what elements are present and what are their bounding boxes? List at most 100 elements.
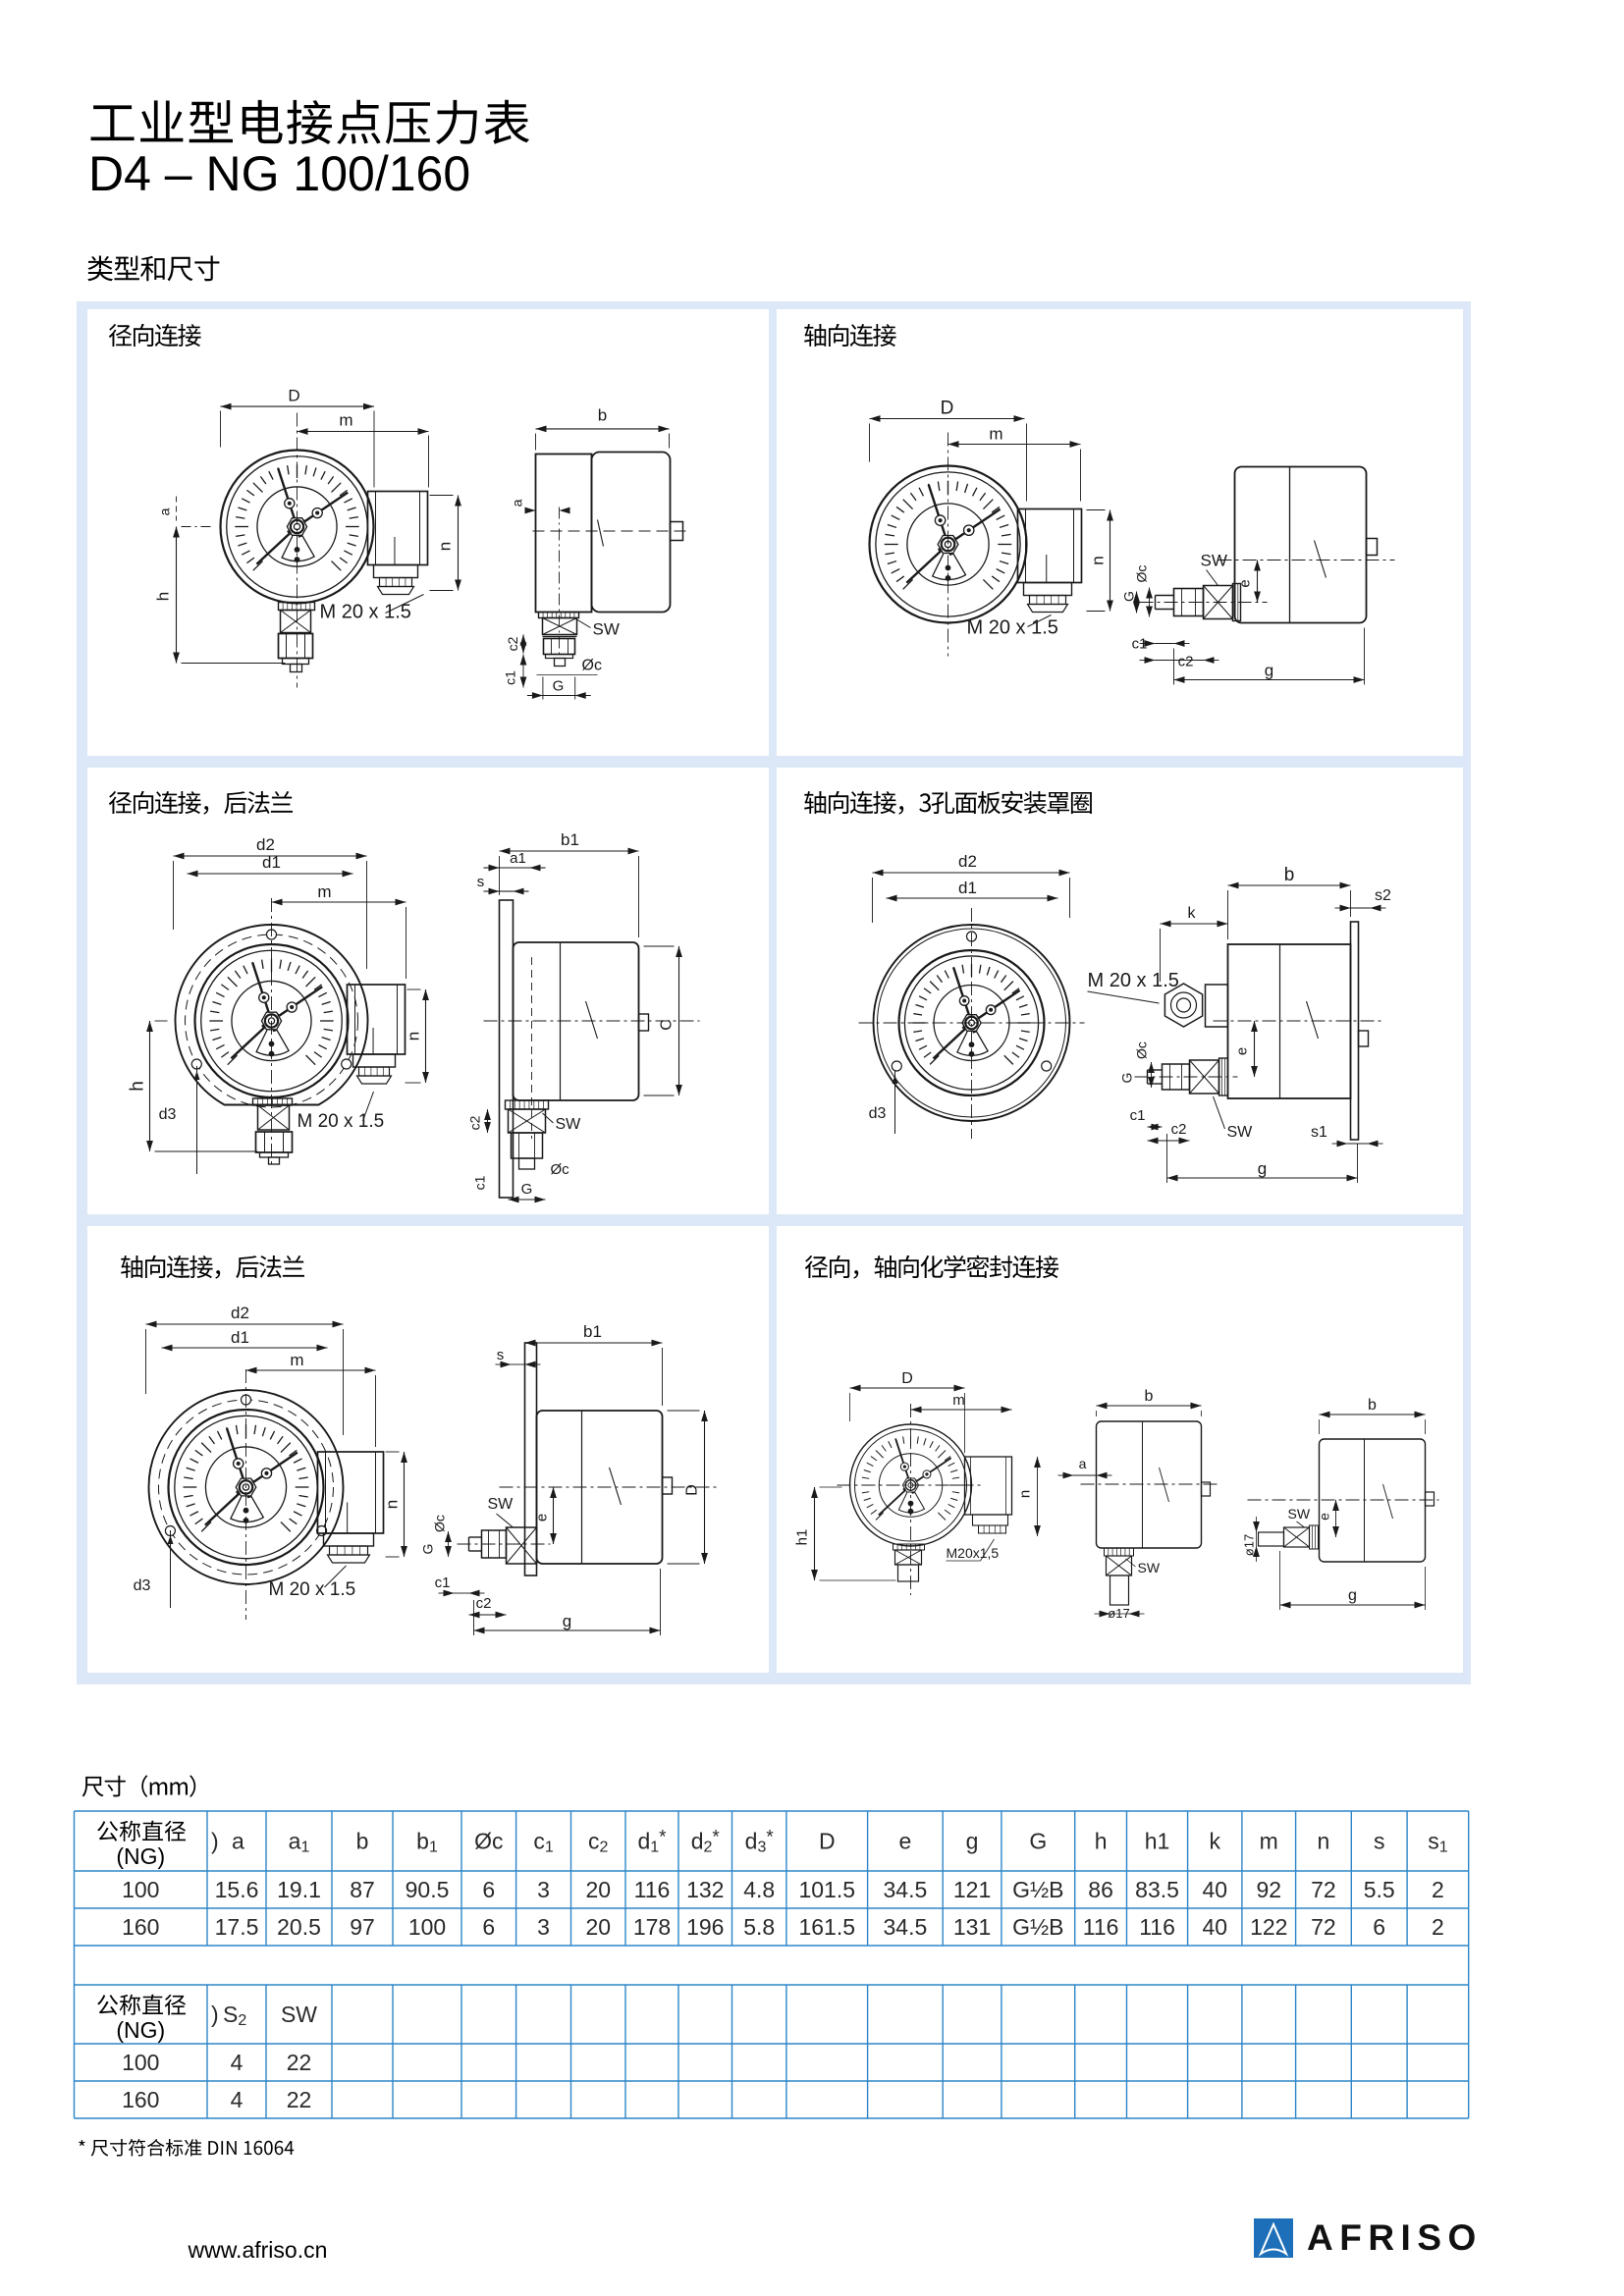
svg-text:n: n [404,1032,422,1041]
svg-text:): ) [211,1829,219,1854]
svg-text:Øc: Øc [1133,1041,1149,1059]
svg-text:100: 100 [408,1914,446,1940]
svg-text:160: 160 [122,1914,159,1940]
svg-text:c1: c1 [1129,1107,1145,1124]
svg-text:SW: SW [1287,1506,1310,1522]
svg-text:s: s [476,874,484,890]
svg-text:b1: b1 [561,830,579,849]
svg-text:20: 20 [585,1914,611,1940]
svg-text:SW: SW [1200,551,1226,569]
svg-text:G: G [1118,1073,1134,1084]
svg-text:M 20 x 1.5: M 20 x 1.5 [297,1111,384,1132]
svg-text:G½B: G½B [1012,1877,1063,1902]
svg-text:132: 132 [686,1877,724,1902]
svg-text:b: b [1368,1397,1377,1414]
svg-text:c2: c2 [588,1829,609,1856]
svg-text:g: g [1348,1587,1357,1604]
svg-text:6: 6 [482,1914,495,1940]
svg-text:G½B: G½B [1012,1914,1063,1940]
svg-text:d2: d2 [958,852,977,871]
svg-text:d1: d1 [231,1328,249,1347]
svg-text:m: m [339,410,352,429]
svg-text:c1: c1 [471,1175,487,1190]
svg-text:e: e [1236,579,1253,587]
svg-text:15.6: 15.6 [215,1877,259,1902]
svg-text:c1: c1 [533,1829,554,1856]
svg-text:a: a [232,1829,244,1854]
svg-text:s: s [1374,1829,1385,1854]
svg-text:34.5: 34.5 [884,1914,928,1940]
svg-text:a1: a1 [289,1829,310,1856]
svg-text:Øc: Øc [581,657,601,673]
svg-text:C: C [658,1019,675,1031]
svg-text:SW: SW [281,2002,317,2027]
svg-text:M 20 x 1.5: M 20 x 1.5 [319,601,410,622]
svg-text:22: 22 [287,2050,312,2075]
svg-text:d1: d1 [262,853,281,872]
svg-text:G: G [419,1544,435,1555]
svg-text:e: e [899,1829,912,1854]
svg-text:19.1: 19.1 [277,1877,321,1902]
svg-text:e: e [533,1514,550,1522]
svg-text:Øc: Øc [474,1829,503,1854]
svg-text:Øc: Øc [1133,564,1149,582]
svg-text:178: 178 [633,1914,671,1940]
svg-text:e: e [1316,1513,1331,1521]
svg-text:3: 3 [537,1877,550,1902]
svg-text:90.5: 90.5 [406,1877,450,1902]
svg-text:M 20 x 1.5: M 20 x 1.5 [1087,970,1178,991]
svg-text:86: 86 [1088,1877,1113,1902]
svg-text:M 20 x 1.5: M 20 x 1.5 [268,1579,355,1600]
svg-text:D: D [901,1370,913,1387]
svg-text:SW: SW [555,1116,581,1133]
svg-text:d1*: d1* [637,1828,667,1856]
svg-text:72: 72 [1311,1914,1336,1940]
svg-text:D: D [288,386,299,404]
svg-text:SW: SW [1137,1560,1160,1575]
svg-text:20: 20 [585,1877,611,1902]
svg-text:k: k [1187,905,1196,922]
svg-text:n: n [1088,556,1107,564]
svg-text:D: D [683,1484,700,1496]
svg-text:s2: s2 [1375,887,1391,904]
svg-text:6: 6 [482,1877,495,1902]
svg-text:5.8: 5.8 [743,1914,775,1940]
svg-text:s: s [496,1347,504,1363]
svg-text:40: 40 [1202,1877,1227,1902]
svg-text:m: m [317,882,331,901]
svg-text:22: 22 [287,2087,312,2112]
svg-text:s1: s1 [1311,1124,1327,1141]
svg-text:n: n [382,1500,401,1509]
svg-text:k: k [1210,1829,1221,1854]
svg-text:h: h [1095,1829,1108,1854]
svg-text:116: 116 [1139,1914,1175,1940]
svg-text:h1: h1 [1145,1829,1170,1854]
svg-text:b1: b1 [583,1322,602,1341]
svg-text:m: m [1260,1829,1278,1854]
svg-text:s1: s1 [1428,1829,1448,1856]
svg-text:b: b [1144,1388,1153,1405]
svg-text:5.5: 5.5 [1364,1877,1395,1902]
svg-text:c2: c2 [1177,653,1193,669]
svg-text:d3: d3 [868,1105,886,1122]
svg-text:b: b [1283,865,1294,885]
svg-text:SW: SW [592,619,619,638]
svg-text:d3: d3 [133,1577,150,1594]
svg-text:G: G [1120,591,1136,602]
svg-text:g: g [966,1829,979,1854]
svg-text:ø17: ø17 [1108,1606,1129,1621]
svg-text:M20x1,5: M20x1,5 [946,1545,999,1561]
svg-text:a1: a1 [510,850,526,867]
svg-text:c2: c2 [1170,1121,1186,1138]
svg-text:97: 97 [350,1914,375,1940]
svg-text:c1: c1 [502,669,517,684]
svg-text:a: a [1078,1456,1086,1471]
svg-text:g: g [1264,661,1272,679]
svg-text:Øc: Øc [550,1161,569,1178]
svg-text:c2: c2 [505,636,520,651]
svg-text:101.5: 101.5 [798,1877,855,1902]
svg-text:d2*: d2* [691,1828,721,1856]
svg-text:ø17: ø17 [1241,1534,1256,1556]
svg-text:72: 72 [1311,1877,1336,1902]
svg-text:n: n [435,541,454,550]
